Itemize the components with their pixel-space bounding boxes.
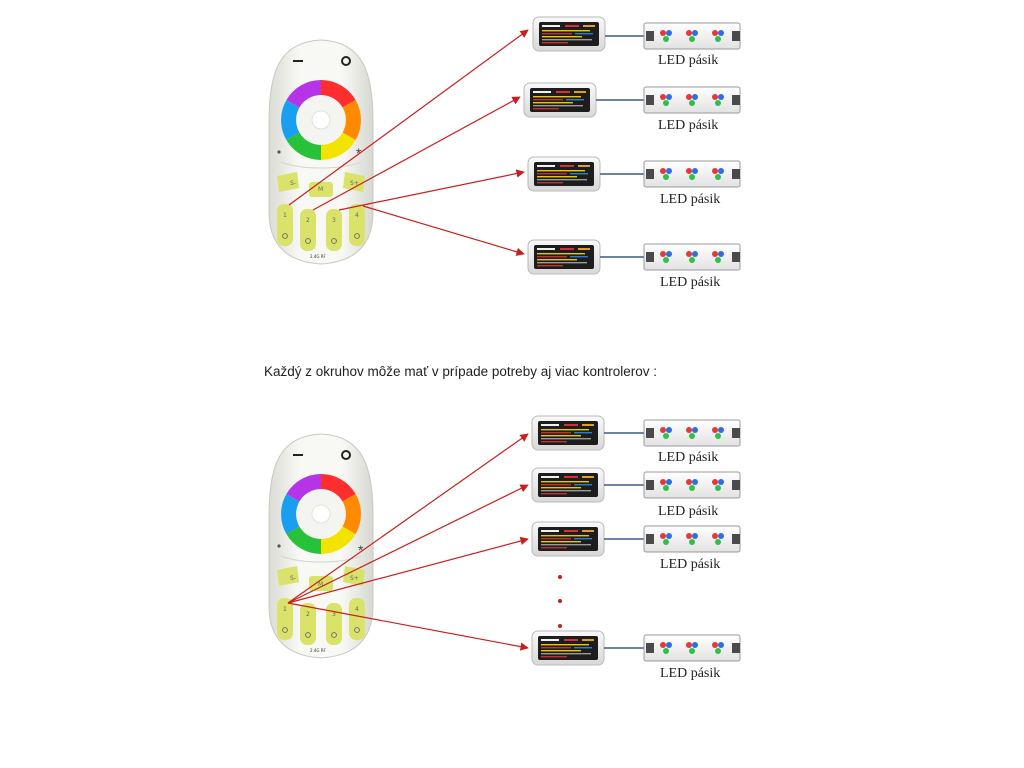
top-diagram: S- M S+ 1 2 3 4 2.4G RF * LED pásik LED … xyxy=(268,16,741,290)
remote-zone-2: 2 xyxy=(306,217,310,224)
remote-brand-label-bottom: 2.4G RF xyxy=(310,648,327,653)
remote-zone-4-bottom: 4 xyxy=(355,606,359,613)
led-label-bottom-2: LED pásik xyxy=(658,504,718,519)
remote-button-plus: S+ xyxy=(350,180,359,187)
arrow-zone1-to-controller-d xyxy=(287,602,529,651)
ellipsis-dot-3 xyxy=(558,624,562,628)
controller-bottom-3 xyxy=(531,521,605,557)
remote-zone-3: 3 xyxy=(332,217,336,224)
led-label-top-3: LED pásik xyxy=(660,192,720,207)
asterisk-mark: * xyxy=(356,145,362,161)
arrow-zone4-to-controller4 xyxy=(362,205,525,256)
led-label-bottom-3: LED pásik xyxy=(660,557,720,572)
asterisk-mark-bottom: * xyxy=(358,542,364,558)
led-strip-bottom-3 xyxy=(643,525,741,553)
controller-top-3 xyxy=(527,156,601,192)
controller-top-4 xyxy=(527,239,601,275)
led-strip-top-4 xyxy=(643,243,741,271)
controller-bottom-1 xyxy=(531,415,605,451)
led-strip-top-1 xyxy=(643,22,741,50)
controller-top-1 xyxy=(532,16,606,52)
led-strip-bottom-2 xyxy=(643,471,741,499)
remote-button-plus-bottom: S+ xyxy=(350,575,359,582)
remote-button-minus-bottom: S- xyxy=(290,575,296,582)
arrow-zone1-to-controller-a xyxy=(287,433,529,604)
controller-top-2 xyxy=(523,82,597,118)
controller-bottom-4 xyxy=(531,630,605,666)
led-label-top-4: LED pásik xyxy=(660,275,720,290)
led-label-top-2: LED pásik xyxy=(658,118,718,133)
led-label-bottom-4: LED pásik xyxy=(660,666,720,681)
remote-zone-2-bottom: 2 xyxy=(306,611,310,618)
controller-bottom-2 xyxy=(531,467,605,503)
arrow-zone1-to-controller-c xyxy=(287,536,529,604)
bottom-diagram: S- M S+ 1 2 3 4 2.4G RF * LED pásik LED … xyxy=(268,415,741,681)
remote-button-mode: M xyxy=(318,186,323,193)
remote-zone-4: 4 xyxy=(355,212,359,219)
ellipsis-dot-2 xyxy=(558,599,562,603)
led-strip-bottom-1 xyxy=(643,419,741,447)
remote-button-mode-bottom: M xyxy=(318,581,323,588)
explanatory-caption: Každý z okruhov môže mať v prípade potre… xyxy=(264,364,657,379)
led-strip-top-2 xyxy=(643,86,741,114)
remote-brand-label: 2.4G RF xyxy=(310,254,327,259)
ellipsis-dot-1 xyxy=(558,575,562,579)
arrow-zone2-to-controller2 xyxy=(312,96,521,211)
arrow-zone1-to-controller1 xyxy=(288,29,529,206)
led-label-top-1: LED pásik xyxy=(658,53,718,68)
arrow-zone1-to-controller-b xyxy=(287,484,529,604)
remote-zone-1-bottom: 1 xyxy=(283,606,287,613)
remote-zone-3-bottom: 3 xyxy=(332,611,336,618)
led-strip-top-3 xyxy=(643,160,741,188)
remote-button-minus: S- xyxy=(290,180,296,187)
led-label-bottom-1: LED pásik xyxy=(658,450,718,465)
led-strip-bottom-4 xyxy=(643,634,741,662)
remote-zone-1: 1 xyxy=(283,212,287,219)
arrow-zone3-to-controller3 xyxy=(338,169,525,211)
